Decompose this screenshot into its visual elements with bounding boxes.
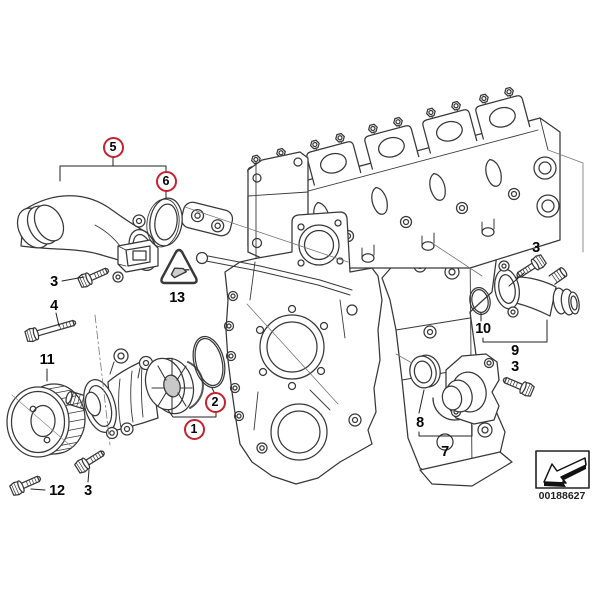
part-label-11-pulley[interactable]: 11 <box>39 352 55 368</box>
part-label-9-coolant-flange[interactable]: 9 <box>511 343 519 359</box>
part-label-3-flange-bolt[interactable]: 3 <box>532 240 540 256</box>
part-label-7-thermostat-cover[interactable]: 7 <box>441 444 449 460</box>
bolt-3-thermostat-drawing <box>76 263 112 290</box>
profile-gasket-drawing <box>146 197 183 248</box>
leader-lines <box>30 156 548 491</box>
part-label-3-pump-bolt[interactable]: 3 <box>84 483 92 499</box>
part-label-3-cover-bolt[interactable]: 3 <box>511 359 519 375</box>
thermostat-cover-drawing <box>441 353 500 425</box>
part-label-12-pulley-bolt[interactable]: 12 <box>49 483 65 499</box>
part-label-4-pump-long-bolt[interactable]: 4 <box>50 298 58 314</box>
coolant-flange-drawing <box>469 260 580 318</box>
bolt-4-drawing <box>23 315 78 344</box>
part-label-3-thermostat-housing-bolt[interactable]: 3 <box>50 274 58 290</box>
callout-2-pump-o-ring[interactable]: 2 <box>204 391 226 413</box>
pump-o-ring-drawing <box>192 335 226 389</box>
part-label-13-warning-triangle[interactable]: 13 <box>169 290 185 306</box>
sealing-ring-drawing <box>409 354 441 389</box>
stamp-arrow-icon <box>535 450 590 489</box>
bolt-3-cover-drawing <box>500 372 536 399</box>
part-label-8-sealing-ring[interactable]: 8 <box>416 415 424 431</box>
part-label-10-flange-o-ring[interactable]: 10 <box>475 321 491 337</box>
callout-1-water-pump[interactable]: 1 <box>183 418 205 440</box>
image-number: 00188627 <box>538 490 586 502</box>
bolt-3-pump-drawing <box>73 446 108 475</box>
warning-triangle-icon <box>160 248 198 285</box>
pulley-drawing <box>6 383 86 458</box>
coolant-pipe-drawing <box>16 195 159 283</box>
water-pump-drawing <box>65 348 204 440</box>
callout-6-profile-gasket[interactable]: 6 <box>155 170 177 192</box>
bolt-12-drawing <box>8 471 44 498</box>
cylinder-head-drawing <box>180 85 561 269</box>
callout-5-coolant-pipe-assembly[interactable]: 5 <box>102 136 124 158</box>
locating-lines <box>94 206 483 446</box>
timing-cover-drawing <box>195 211 383 485</box>
